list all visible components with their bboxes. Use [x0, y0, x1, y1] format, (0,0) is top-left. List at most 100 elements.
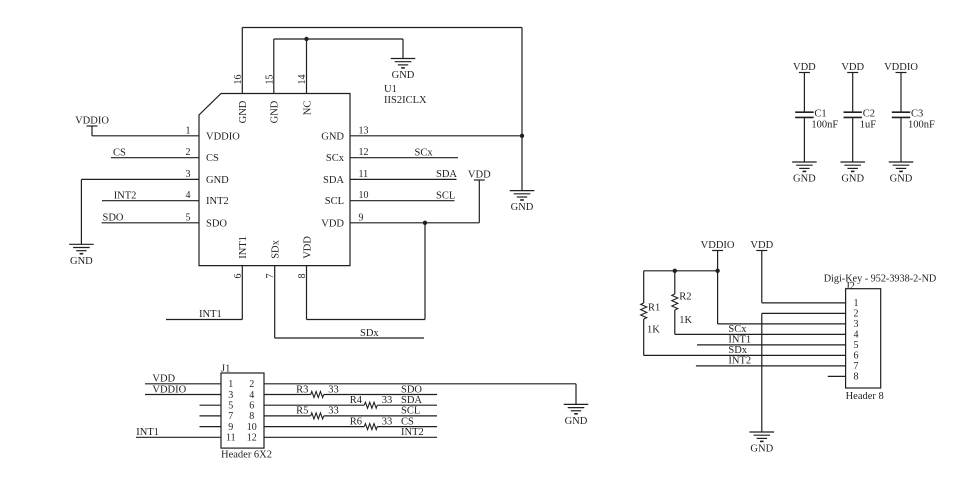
svg-text:5: 5: [186, 212, 191, 223]
svg-text:8: 8: [297, 274, 308, 279]
svg-text:R5: R5: [296, 406, 308, 417]
svg-text:CS: CS: [401, 416, 414, 427]
svg-text:VDD: VDD: [152, 374, 175, 385]
svg-text:VDDIO: VDDIO: [701, 240, 735, 251]
svg-text:VDDIO: VDDIO: [152, 384, 186, 395]
svg-text:INT1: INT1: [136, 427, 159, 438]
svg-text:8: 8: [854, 372, 859, 383]
svg-text:4: 4: [854, 330, 859, 341]
svg-text:5: 5: [854, 340, 859, 351]
svg-text:1K: 1K: [647, 325, 660, 336]
svg-text:GND: GND: [206, 175, 229, 186]
svg-text:SCL: SCL: [436, 191, 455, 202]
svg-text:GND: GND: [750, 444, 773, 455]
svg-text:VDD: VDD: [750, 240, 773, 251]
svg-text:VDD: VDD: [468, 170, 491, 181]
svg-text:33: 33: [328, 406, 339, 417]
svg-text:33: 33: [328, 384, 339, 395]
svg-text:INT2: INT2: [114, 191, 137, 202]
svg-text:11: 11: [359, 169, 369, 180]
svg-text:1: 1: [854, 298, 859, 309]
svg-text:100nF: 100nF: [908, 119, 935, 130]
svg-text:2: 2: [186, 147, 191, 158]
svg-text:9: 9: [228, 422, 233, 433]
svg-text:VDD: VDD: [793, 62, 816, 73]
svg-text:C1: C1: [814, 109, 826, 120]
svg-text:GND: GND: [321, 131, 344, 142]
svg-text:3: 3: [186, 169, 191, 180]
svg-text:J2: J2: [846, 281, 855, 292]
svg-text:13: 13: [359, 125, 369, 136]
svg-text:GND: GND: [392, 70, 415, 81]
svg-text:15: 15: [264, 75, 275, 85]
svg-text:J1: J1: [221, 363, 230, 374]
svg-text:R4: R4: [350, 395, 363, 406]
svg-text:1uF: 1uF: [860, 119, 877, 130]
svg-text:9: 9: [359, 212, 364, 223]
svg-text:1: 1: [228, 379, 233, 390]
svg-text:C2: C2: [863, 109, 875, 120]
svg-text:R2: R2: [679, 292, 691, 303]
svg-text:6: 6: [233, 274, 244, 279]
svg-text:SCL: SCL: [401, 406, 420, 417]
svg-text:SDx: SDx: [360, 328, 379, 339]
svg-text:2: 2: [854, 309, 859, 320]
svg-text:11: 11: [226, 433, 236, 444]
svg-text:GND: GND: [565, 416, 588, 427]
svg-text:SDO: SDO: [103, 213, 124, 224]
svg-text:16: 16: [233, 75, 244, 85]
svg-text:10: 10: [359, 190, 369, 201]
svg-text:SDx: SDx: [271, 239, 282, 258]
svg-text:GND: GND: [841, 174, 864, 185]
svg-text:2: 2: [249, 379, 254, 390]
svg-text:INT1: INT1: [199, 309, 222, 320]
svg-text:INT2: INT2: [401, 427, 424, 438]
svg-text:VDD: VDD: [321, 218, 344, 229]
svg-text:Header 8: Header 8: [846, 391, 884, 402]
svg-text:3: 3: [228, 390, 233, 401]
svg-text:SDO: SDO: [401, 384, 422, 395]
svg-text:GND: GND: [70, 256, 93, 267]
svg-text:GND: GND: [238, 100, 249, 123]
svg-text:1K: 1K: [679, 315, 692, 326]
svg-text:C3: C3: [911, 109, 923, 120]
svg-text:GND: GND: [270, 100, 281, 123]
svg-text:4: 4: [249, 390, 254, 401]
svg-text:1: 1: [186, 125, 191, 136]
svg-text:CS: CS: [206, 153, 219, 164]
svg-text:SCx: SCx: [728, 324, 747, 335]
svg-text:7: 7: [228, 411, 233, 422]
svg-text:INT2: INT2: [206, 196, 229, 207]
svg-text:10: 10: [247, 422, 257, 433]
svg-text:12: 12: [247, 433, 257, 444]
svg-text:12: 12: [359, 147, 369, 158]
svg-text:SCx: SCx: [326, 153, 345, 164]
svg-text:8: 8: [249, 411, 254, 422]
svg-text:VDD: VDD: [302, 236, 313, 259]
svg-text:INT2: INT2: [728, 356, 751, 367]
svg-text:VDDIO: VDDIO: [75, 116, 109, 127]
svg-text:NC: NC: [302, 101, 313, 116]
svg-text:6: 6: [249, 401, 254, 412]
svg-text:5: 5: [228, 401, 233, 412]
svg-text:SCx: SCx: [415, 148, 434, 159]
svg-text:U1: U1: [384, 84, 397, 95]
svg-text:VDDIO: VDDIO: [206, 131, 240, 142]
svg-text:INT1: INT1: [728, 335, 751, 346]
svg-text:SCL: SCL: [325, 196, 344, 207]
svg-text:SDA: SDA: [436, 169, 457, 180]
svg-text:3: 3: [854, 319, 859, 330]
svg-text:CS: CS: [113, 148, 126, 159]
svg-text:GND: GND: [890, 174, 913, 185]
svg-text:33: 33: [382, 395, 393, 406]
svg-text:SDO: SDO: [206, 218, 227, 229]
svg-text:14: 14: [297, 75, 308, 85]
svg-text:SDx: SDx: [728, 345, 747, 356]
svg-text:INT1: INT1: [238, 236, 249, 259]
svg-text:GND: GND: [511, 202, 534, 213]
svg-text:Digi-Key - 952-3938-2-ND: Digi-Key - 952-3938-2-ND: [824, 273, 937, 284]
svg-text:SDA: SDA: [401, 395, 422, 406]
svg-text:R6: R6: [350, 416, 362, 427]
svg-text:7: 7: [265, 274, 276, 279]
svg-text:6: 6: [854, 351, 859, 362]
